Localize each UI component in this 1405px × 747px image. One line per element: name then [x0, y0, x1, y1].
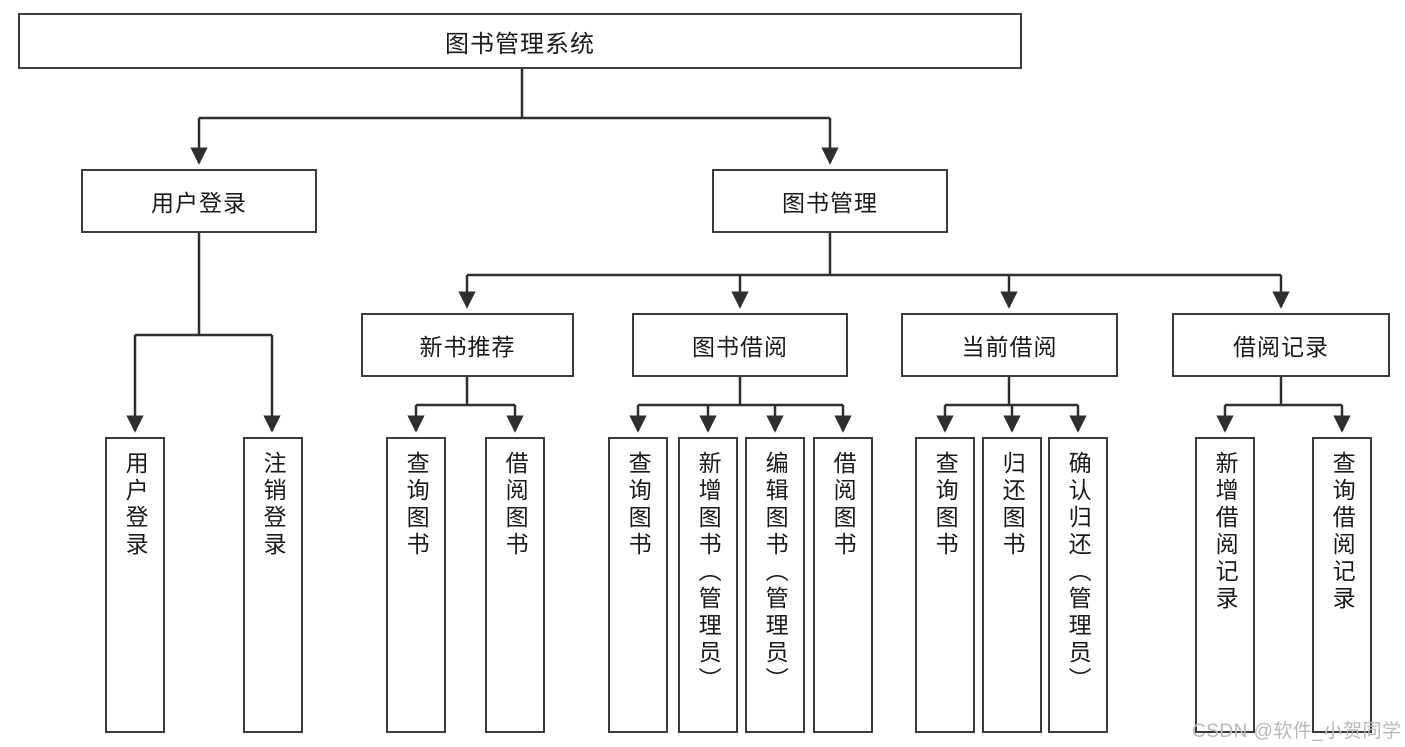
node-book-borrow-label: 图书借阅 [692, 334, 788, 360]
node-leaf-query-book-2[interactable]: 查询图书 [608, 437, 668, 733]
node-leaf-user-login[interactable]: 用户登录 [105, 437, 165, 733]
node-leaf-add-borrow-record[interactable]: 新增借阅记录 [1195, 437, 1255, 733]
node-root-label: 图书管理系统 [445, 30, 595, 58]
node-borrow-record-label: 借阅记录 [1233, 334, 1329, 360]
node-leaf-query-book-3-label: 查询图书 [932, 451, 959, 559]
node-leaf-borrow-book-2-label: 借阅图书 [830, 451, 857, 559]
node-leaf-query-book-1-label: 查询图书 [403, 451, 430, 559]
node-leaf-borrow-book-1-label: 借阅图书 [502, 451, 529, 559]
node-leaf-query-book-2-label: 查询图书 [625, 451, 652, 559]
node-leaf-query-book-3[interactable]: 查询图书 [915, 437, 975, 733]
node-leaf-confirm-return-label: 确认归还（管理员） [1065, 451, 1092, 694]
node-leaf-confirm-return[interactable]: 确认归还（管理员） [1048, 437, 1108, 733]
node-book-borrow[interactable]: 图书借阅 [632, 313, 848, 377]
node-leaf-add-book-label: 新增图书（管理员） [695, 451, 722, 694]
node-leaf-query-book-1[interactable]: 查询图书 [386, 437, 446, 733]
node-leaf-user-logout-label: 注销登录 [260, 451, 287, 559]
node-user-login-label: 用户登录 [151, 190, 247, 216]
node-leaf-add-borrow-record-label: 新增借阅记录 [1212, 451, 1239, 613]
node-root-system[interactable]: 图书管理系统 [18, 13, 1022, 69]
node-leaf-borrow-book-1[interactable]: 借阅图书 [485, 437, 545, 733]
node-book-management-label: 图书管理 [782, 190, 878, 216]
node-current-borrow[interactable]: 当前借阅 [901, 313, 1118, 377]
node-borrow-record[interactable]: 借阅记录 [1172, 313, 1390, 377]
node-new-book-recommend[interactable]: 新书推荐 [361, 313, 574, 377]
csdn-watermark: CSDN @软件_小贺同学 [1192, 721, 1402, 742]
node-leaf-return-book-label: 归还图书 [999, 451, 1026, 559]
node-leaf-borrow-book-2[interactable]: 借阅图书 [813, 437, 873, 733]
node-leaf-add-book[interactable]: 新增图书（管理员） [678, 437, 738, 733]
node-leaf-edit-book-label: 编辑图书（管理员） [762, 451, 789, 694]
node-leaf-user-login-label: 用户登录 [122, 451, 149, 559]
node-leaf-user-logout[interactable]: 注销登录 [243, 437, 303, 733]
node-leaf-edit-book[interactable]: 编辑图书（管理员） [745, 437, 805, 733]
node-user-login[interactable]: 用户登录 [81, 169, 317, 233]
node-leaf-query-borrow-record[interactable]: 查询借阅记录 [1312, 437, 1372, 733]
node-book-management[interactable]: 图书管理 [712, 169, 948, 233]
node-current-borrow-label: 当前借阅 [961, 334, 1058, 360]
node-new-book-recommend-label: 新书推荐 [419, 334, 516, 360]
node-leaf-return-book[interactable]: 归还图书 [982, 437, 1042, 733]
node-leaf-query-borrow-record-label: 查询借阅记录 [1329, 451, 1356, 613]
